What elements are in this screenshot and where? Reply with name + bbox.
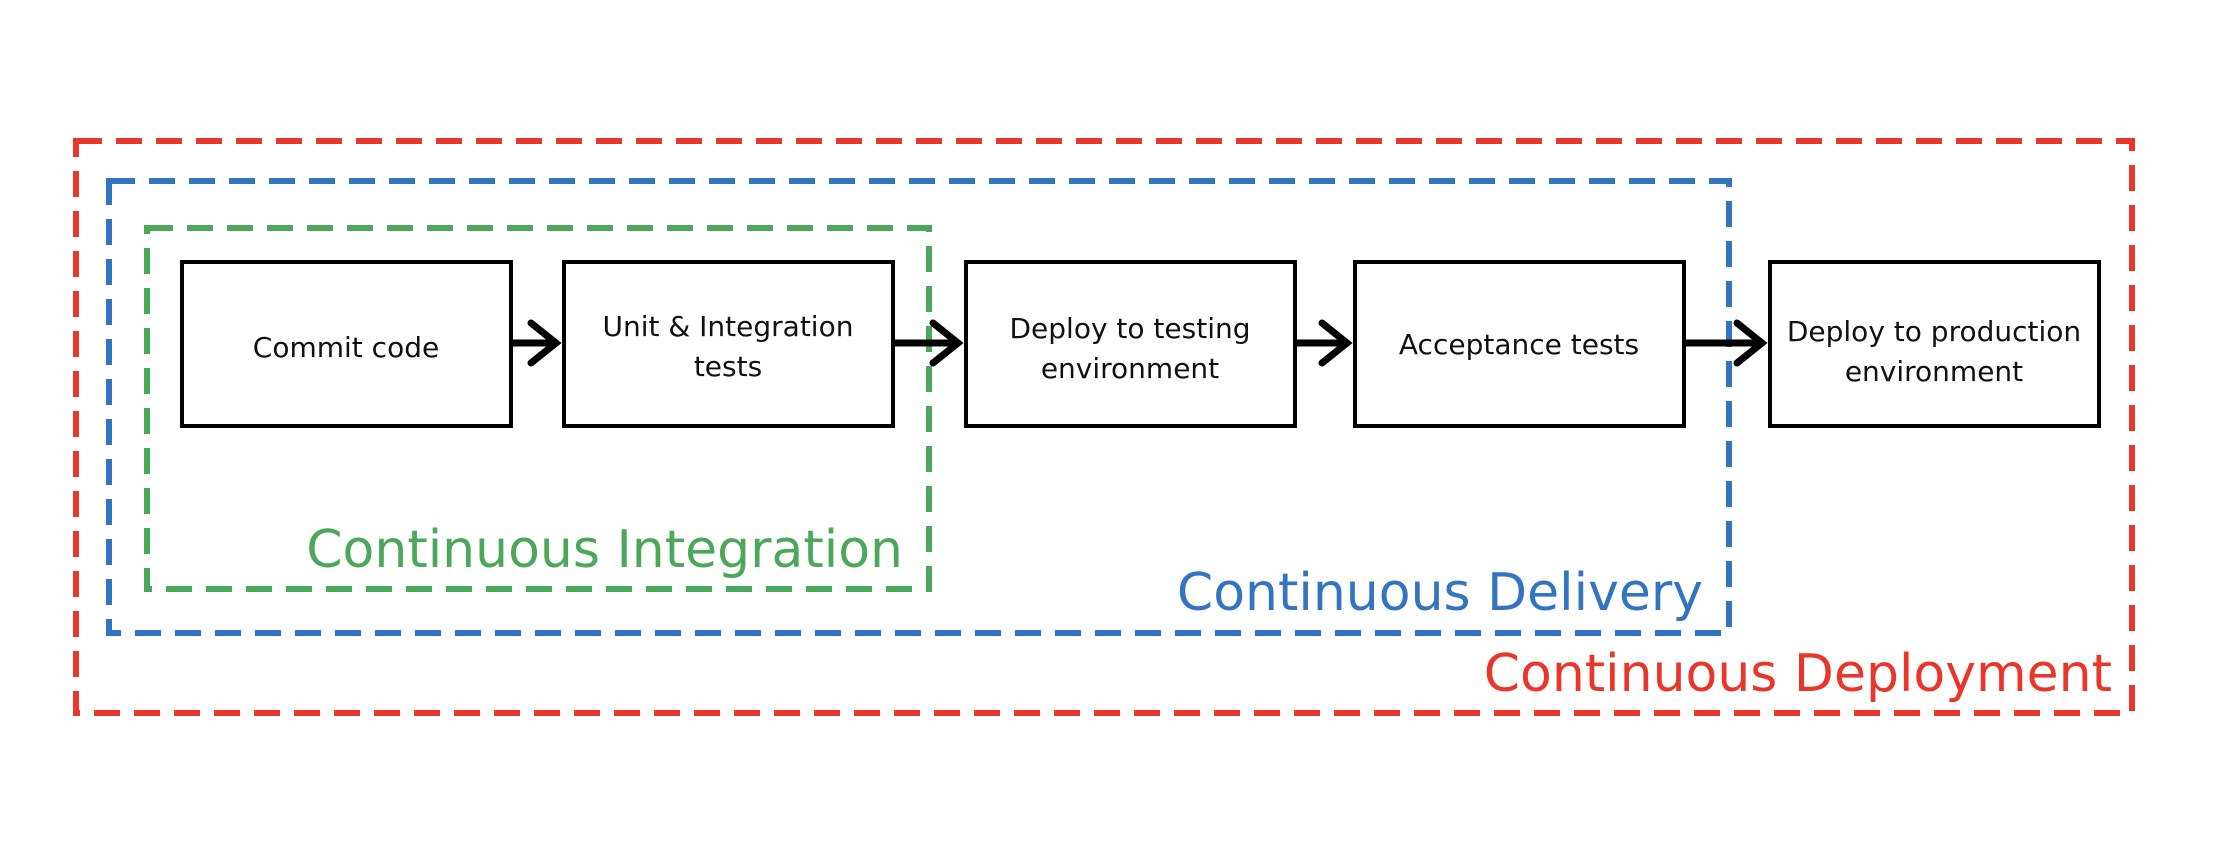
arrow-commit-to-tests: [509, 319, 562, 367]
step-label-line-1: Deploy to testing: [1009, 312, 1250, 345]
arrow-acceptance-to-deploy-production: [1682, 319, 1768, 367]
continuous-delivery-frame: [106, 178, 1732, 636]
step-acceptance-tests: Acceptance tests: [1353, 260, 1686, 428]
step-unit-integration-tests: Unit & Integration tests: [562, 260, 895, 428]
arrow-deploy-testing-to-acceptance: [1293, 319, 1353, 367]
arrow-tests-to-deploy-testing: [891, 319, 964, 367]
step-deploy-production: Deploy to production environment: [1768, 260, 2101, 428]
continuous-deployment-frame: [73, 138, 2135, 716]
continuous-delivery-label: Continuous Delivery: [1177, 563, 1703, 623]
continuous-integration-label: Continuous Integration: [306, 520, 903, 580]
step-label-line-2: environment: [1041, 352, 1219, 385]
step-deploy-testing: Deploy to testing environment: [964, 260, 1297, 428]
step-label-line-1: Deploy to production: [1787, 315, 2081, 348]
step-label-line-2: environment: [1845, 355, 2023, 388]
step-label-line-2: tests: [694, 350, 762, 383]
step-label-line-1: Unit & Integration: [603, 310, 854, 343]
continuous-integration-frame: [144, 225, 932, 592]
continuous-deployment-label: Continuous Deployment: [1484, 644, 2112, 704]
step-label: Commit code: [253, 331, 439, 364]
step-commit-code: Commit code: [180, 260, 513, 428]
step-label: Acceptance tests: [1399, 328, 1639, 361]
